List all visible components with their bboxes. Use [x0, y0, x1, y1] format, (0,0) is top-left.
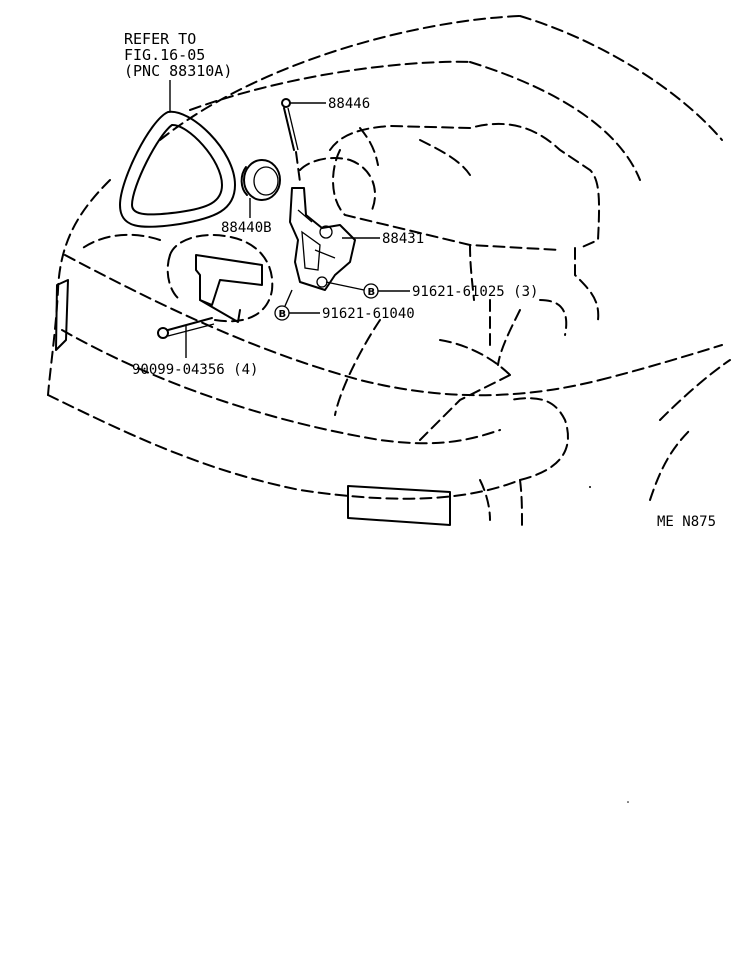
reference-note-line-3: (PNC 88310A): [124, 62, 232, 80]
part-number-label: 88440B: [221, 220, 272, 236]
callout-88446: 88446: [290, 96, 370, 112]
callout-leader: [325, 281, 365, 291]
drawing-code: ME N875: [657, 514, 716, 530]
callout-91621-61040: B 91621-61040: [274, 289, 415, 322]
part-number-label: 91621-61040: [322, 306, 415, 322]
engine-block-outline: [329, 123, 601, 366]
tensioner-bracket: [289, 157, 376, 291]
callout-90099-04356: 90099-04356 (4): [132, 326, 258, 378]
reference-note-line-2: FIG.16-05: [124, 46, 205, 64]
part-number-label: 91621-61025 (3): [412, 284, 538, 300]
marker-letter: B: [279, 309, 287, 320]
callout-88431: 88431: [342, 231, 424, 247]
part-number-label: 88446: [328, 96, 370, 112]
part-number-label: 90099-04356 (4): [132, 362, 258, 378]
idler-pulley: [240, 159, 281, 201]
vehicle-body-outline: [47, 15, 731, 526]
scan-speck: [589, 486, 591, 488]
drive-belt: [119, 110, 236, 228]
reference-note-line-1: REFER TO: [124, 30, 196, 48]
callout-leader: [284, 289, 293, 307]
bolt-90099: [157, 317, 215, 339]
scan-speck: [627, 801, 629, 803]
callout-91621-61025: B 91621-61025 (3): [325, 281, 538, 300]
callout-88440B: 88440B: [221, 198, 272, 236]
part-number-label: 88431: [382, 231, 424, 247]
reference-note: REFER TO FIG.16-05 (PNC 88310A): [124, 30, 232, 112]
compressor: [166, 234, 274, 323]
marker-letter: B: [368, 287, 376, 298]
bolt-88446: [281, 98, 301, 183]
